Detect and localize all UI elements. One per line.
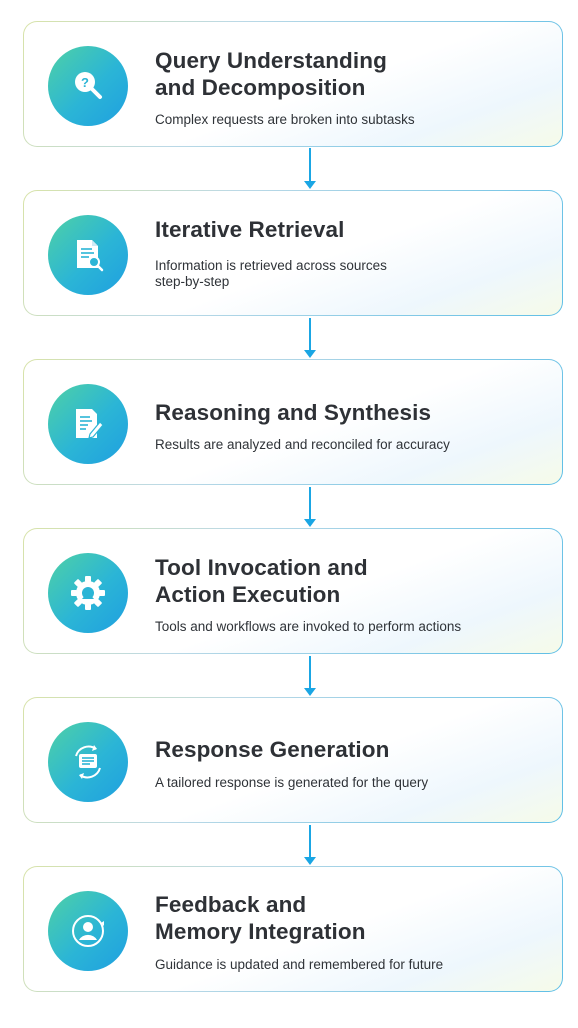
step-title: Reasoning and Synthesis	[155, 400, 432, 425]
svg-text:?: ?	[81, 75, 89, 90]
step-description: Information is retrieved across sources …	[155, 258, 387, 289]
step-card-feedback-memory: Feedback and Memory Integration Guidance…	[23, 866, 563, 992]
step-title: Query Understanding and Decomposition	[155, 48, 387, 100]
step-title: Response Generation	[155, 737, 390, 762]
step-title: Iterative Retrieval	[155, 217, 345, 242]
connector-arrow	[302, 148, 318, 189]
step-description: A tailored response is generated for the…	[155, 775, 429, 790]
step-description: Complex requests are broken into subtask…	[155, 112, 415, 127]
step-description: Results are analyzed and reconciled for …	[155, 437, 450, 452]
document-search-icon	[48, 215, 128, 295]
step-description: Tools and workflows are invoked to perfo…	[155, 619, 462, 634]
connector-arrow	[302, 656, 318, 696]
step-card-query-understanding: ? Query Understanding and Decomposition …	[23, 21, 563, 147]
connector-arrow	[302, 487, 318, 527]
step-title: Tool Invocation and Action Execution	[155, 555, 368, 607]
document-edit-icon	[48, 384, 128, 464]
connector-arrow	[302, 318, 318, 358]
question-search-icon: ?	[48, 46, 128, 126]
step-card-reasoning-synthesis: Reasoning and Synthesis Results are anal…	[23, 359, 563, 485]
user-memory-icon	[48, 891, 128, 971]
connector-arrow	[302, 825, 318, 865]
step-card-iterative-retrieval: Iterative Retrieval Information is retri…	[23, 190, 563, 316]
step-card-tool-invocation: Tool Invocation and Action Execution Too…	[23, 528, 563, 654]
step-title: Feedback and Memory Integration	[155, 892, 366, 944]
step-description: Guidance is updated and remembered for f…	[155, 957, 444, 972]
chat-refresh-icon	[48, 722, 128, 802]
gear-icon	[48, 553, 128, 633]
step-card-response-generation: Response Generation A tailored response …	[23, 697, 563, 823]
